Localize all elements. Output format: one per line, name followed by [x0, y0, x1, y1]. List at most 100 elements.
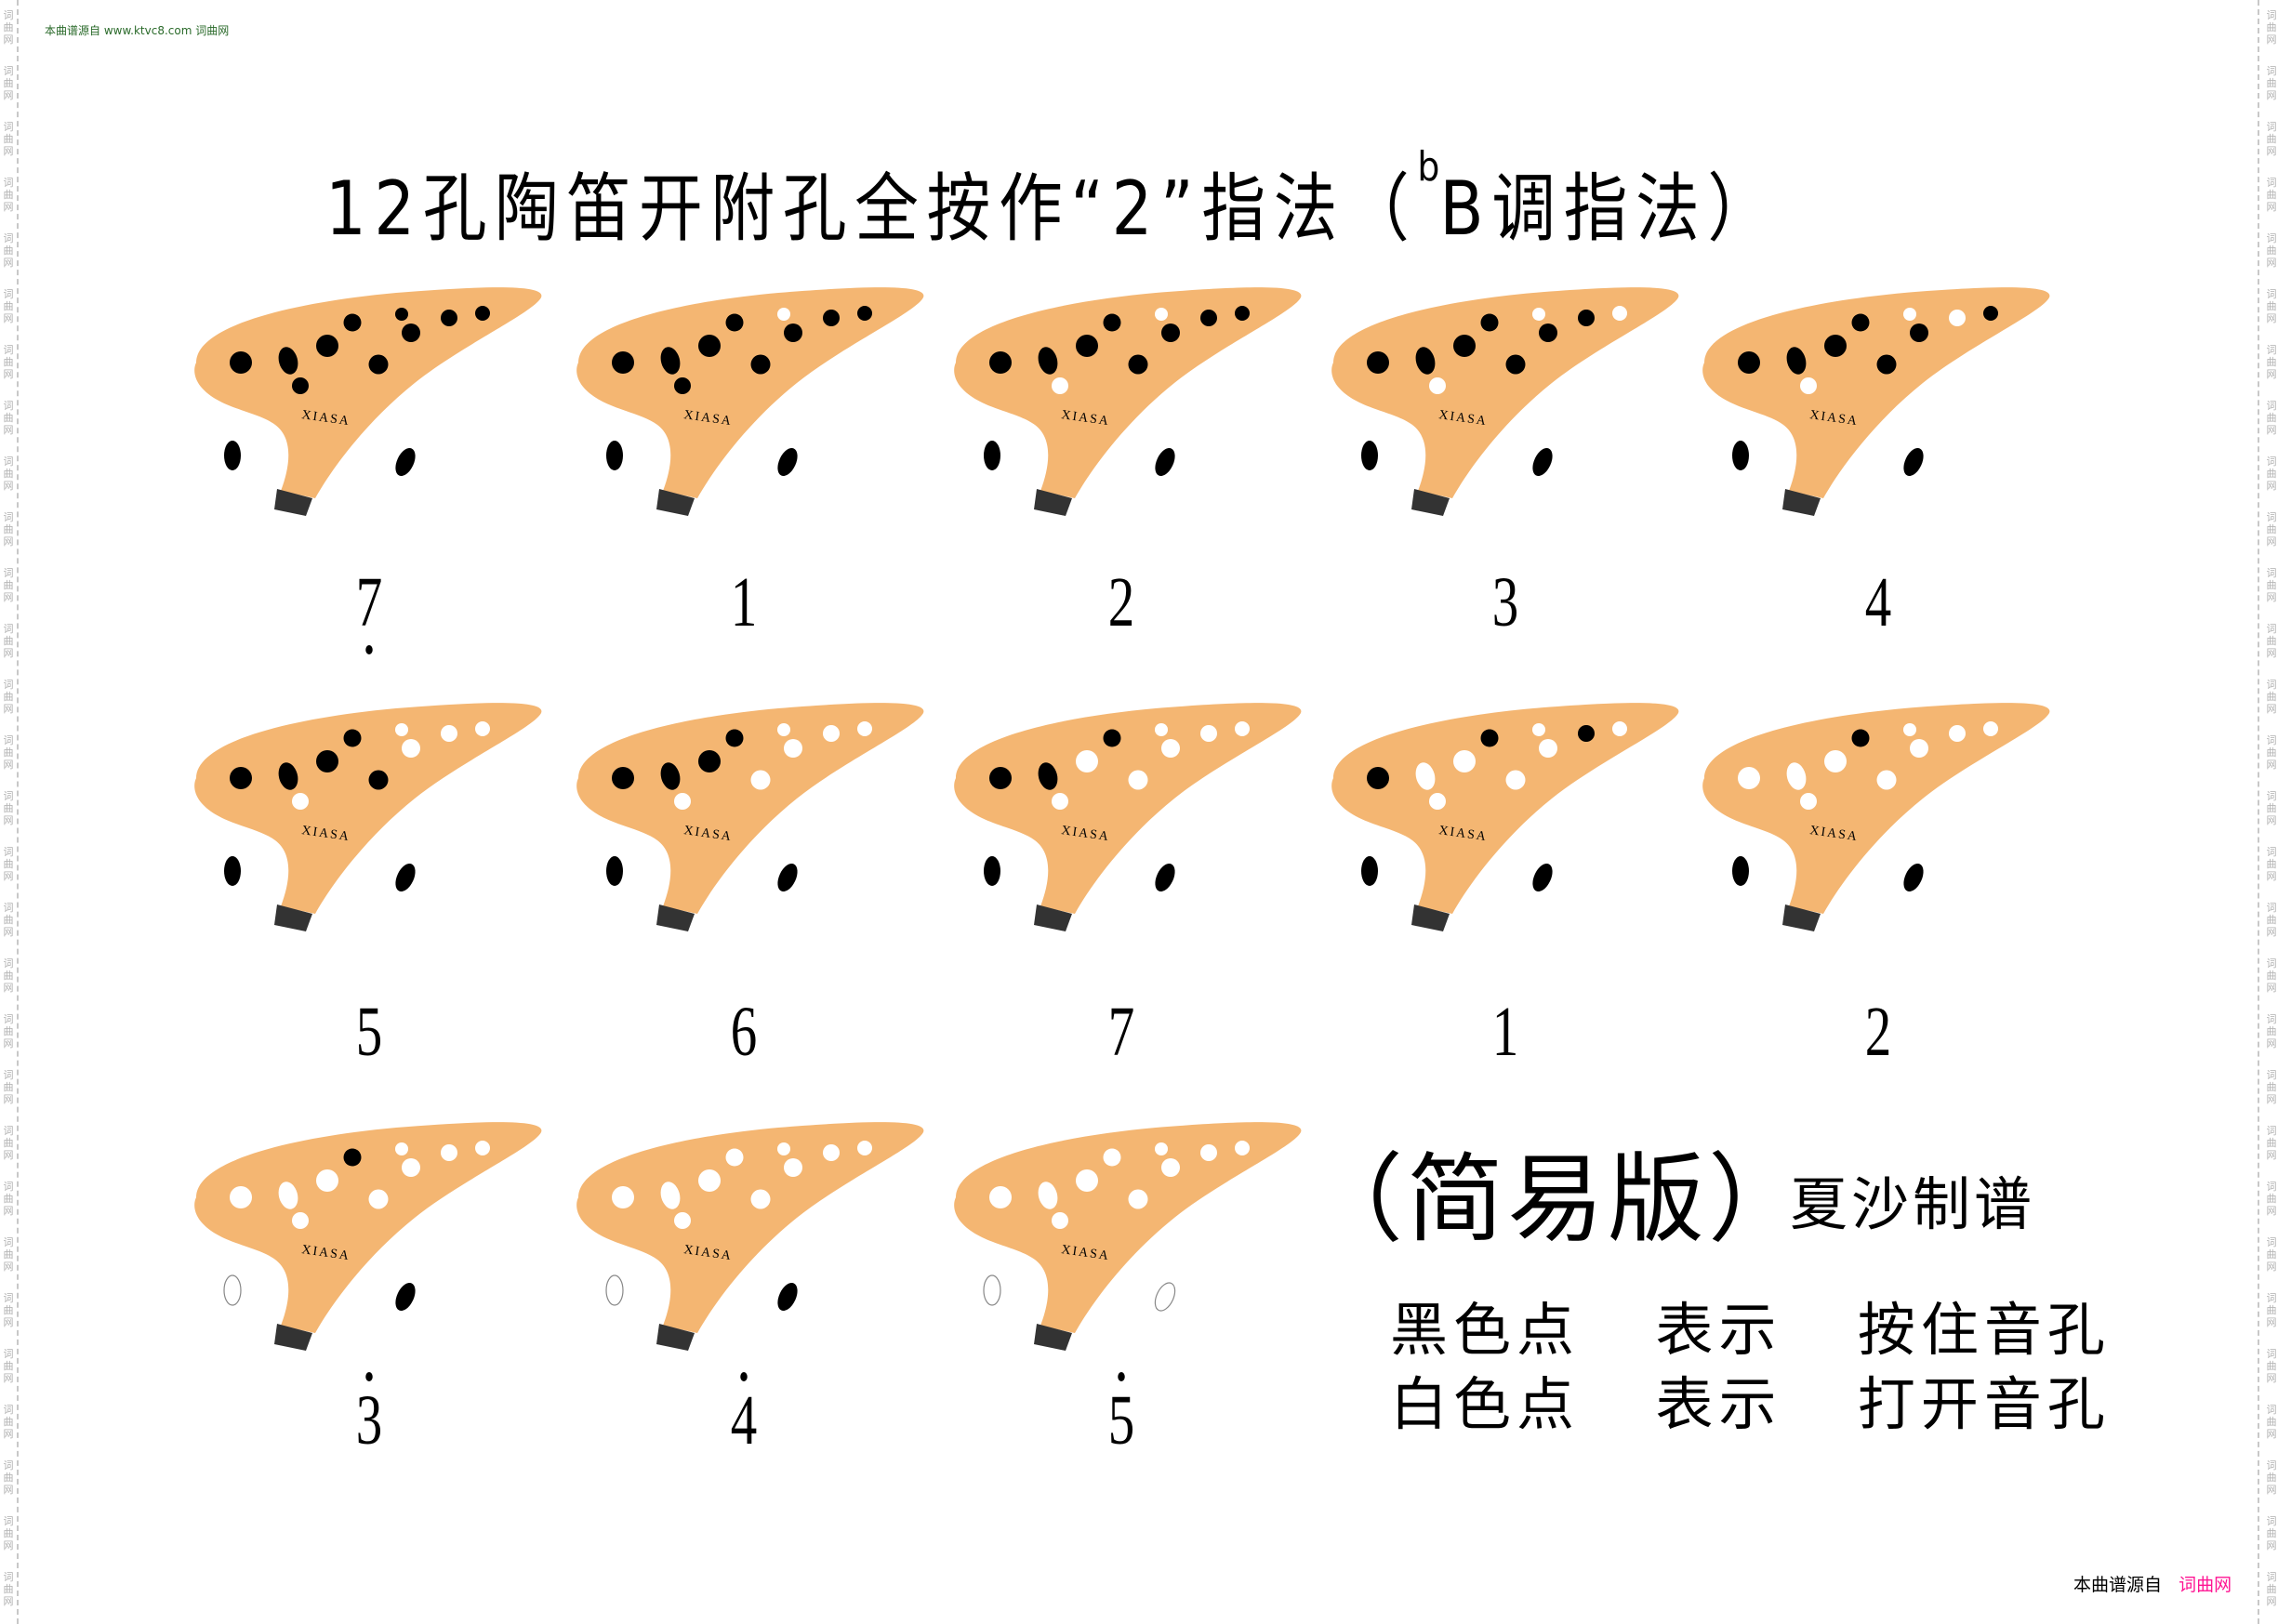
footer-source: 本曲谱源自 词曲网: [2073, 1571, 2232, 1596]
open-hole: [1155, 723, 1168, 736]
open-hole: [278, 1182, 298, 1209]
open-hole: [823, 725, 840, 742]
watermark-text: 词曲网: [3, 1181, 14, 1217]
brand-text: XIASA: [300, 408, 351, 429]
watermark-text: 词曲网: [2266, 1181, 2277, 1217]
watermark-text: 词曲网: [3, 511, 14, 548]
watermark-text: 词曲网: [3, 846, 14, 882]
note-label: 3: [341, 1372, 397, 1456]
watermark-text: 词曲网: [3, 456, 14, 492]
open-hole: [1429, 793, 1446, 810]
closed-hole: [343, 1148, 362, 1167]
open-hole: [395, 723, 408, 736]
high-octave-dot: [740, 1372, 748, 1381]
closed-hole: [1076, 335, 1098, 357]
watermark-text: 词曲网: [3, 121, 14, 157]
open-hole: [784, 1158, 802, 1177]
ocarina-body: [954, 287, 1302, 498]
watermark-text: 词曲网: [3, 1292, 14, 1328]
watermark-text: 词曲网: [2266, 1515, 2277, 1551]
watermark-text: 词曲网: [2266, 1013, 2277, 1050]
watermark-text: 词曲网: [3, 9, 14, 46]
closed-hole: [1235, 306, 1250, 321]
ocarina-diagram: XIASA: [576, 1122, 924, 1351]
open-hole: [1824, 750, 1847, 772]
title-key: B调指法）: [1439, 165, 1780, 252]
watermark-text: 词曲网: [2266, 1292, 2277, 1328]
open-hole: [1161, 1158, 1180, 1177]
note-digit: 4: [730, 1381, 758, 1459]
left-thumb-hole-closed: [1361, 441, 1378, 470]
watermark-text: 词曲网: [2266, 623, 2277, 659]
right-thumb-hole-closed: [395, 1283, 416, 1311]
closed-hole: [292, 377, 309, 394]
open-hole: [1200, 725, 1217, 742]
ocarina-body: [954, 703, 1302, 914]
watermark-text: 词曲网: [2266, 232, 2277, 269]
watermark-text: 词曲网: [2266, 288, 2277, 324]
closed-hole: [1738, 351, 1760, 374]
open-hole: [1903, 308, 1916, 321]
open-hole: [612, 1186, 634, 1208]
brand-text: XIASA: [1808, 408, 1859, 429]
ocarina-diagram: XIASA: [194, 287, 542, 516]
ocarina-diagram: XIASA: [1331, 703, 1679, 931]
closed-hole: [395, 308, 408, 321]
watermark-text: 词曲网: [2266, 1069, 2277, 1105]
left-thumb-hole-open: [223, 1274, 242, 1306]
watermark-text: 词曲网: [2266, 1125, 2277, 1161]
watermark-text: 词曲网: [2266, 679, 2277, 715]
open-hole: [750, 770, 771, 790]
legend-means: 表示: [1655, 1296, 1782, 1364]
note-digit: 7: [355, 563, 383, 641]
ocarina-diagram: XIASA: [1702, 287, 2050, 516]
open-hole: [1076, 1169, 1098, 1192]
open-hole: [1235, 721, 1250, 736]
closed-hole: [698, 750, 721, 772]
closed-hole: [343, 313, 362, 332]
watermark-text: 词曲网: [3, 232, 14, 269]
watermark-text: 词曲网: [3, 344, 14, 380]
watermark-text: 词曲网: [3, 623, 14, 659]
closed-hole: [1128, 354, 1148, 375]
open-hole: [1532, 723, 1545, 736]
open-hole: [1052, 377, 1068, 394]
note-label: 7: [341, 567, 397, 654]
left-thumb-hole-open: [983, 1274, 1001, 1306]
note-digit: 2: [1107, 563, 1135, 641]
open-hole: [784, 739, 802, 758]
closed-hole: [1367, 351, 1389, 374]
watermark-text: 词曲网: [3, 902, 14, 938]
closed-hole: [784, 323, 802, 342]
note-label: 2: [1093, 567, 1149, 638]
footer-site-link[interactable]: 词曲网: [2179, 1575, 2232, 1595]
closed-hole: [674, 377, 691, 394]
open-hole: [1532, 308, 1545, 321]
open-hole: [316, 1169, 338, 1192]
watermark-text: 词曲网: [3, 1348, 14, 1384]
closed-hole: [1367, 767, 1389, 789]
title-main: 12孔陶笛开附孔全按作“2”指法（: [325, 165, 1418, 252]
note-label: 1: [1477, 997, 1533, 1067]
note-digit: 3: [355, 1381, 383, 1459]
right-thumb-hole-closed: [777, 1283, 798, 1311]
open-hole: [1800, 793, 1817, 810]
watermark-text: 词曲网: [2266, 957, 2277, 994]
watermark-text: 词曲网: [3, 567, 14, 603]
watermark-text: 词曲网: [2266, 790, 2277, 826]
open-hole: [989, 1186, 1012, 1208]
open-hole: [1076, 750, 1098, 772]
watermark-text: 词曲网: [2266, 344, 2277, 380]
mouthpiece: [274, 489, 312, 516]
open-hole: [230, 1186, 252, 1208]
right-thumb-hole-closed: [1532, 448, 1553, 476]
left-thumb-hole-open: [605, 1274, 624, 1306]
open-hole: [1052, 1212, 1068, 1229]
closed-hole: [857, 306, 872, 321]
brand-text: XIASA: [300, 824, 351, 844]
brand-text: XIASA: [1060, 1243, 1110, 1263]
closed-hole: [725, 729, 744, 747]
closed-hole: [1480, 313, 1499, 332]
watermark-text: 词曲网: [2266, 65, 2277, 101]
closed-hole: [230, 767, 252, 789]
